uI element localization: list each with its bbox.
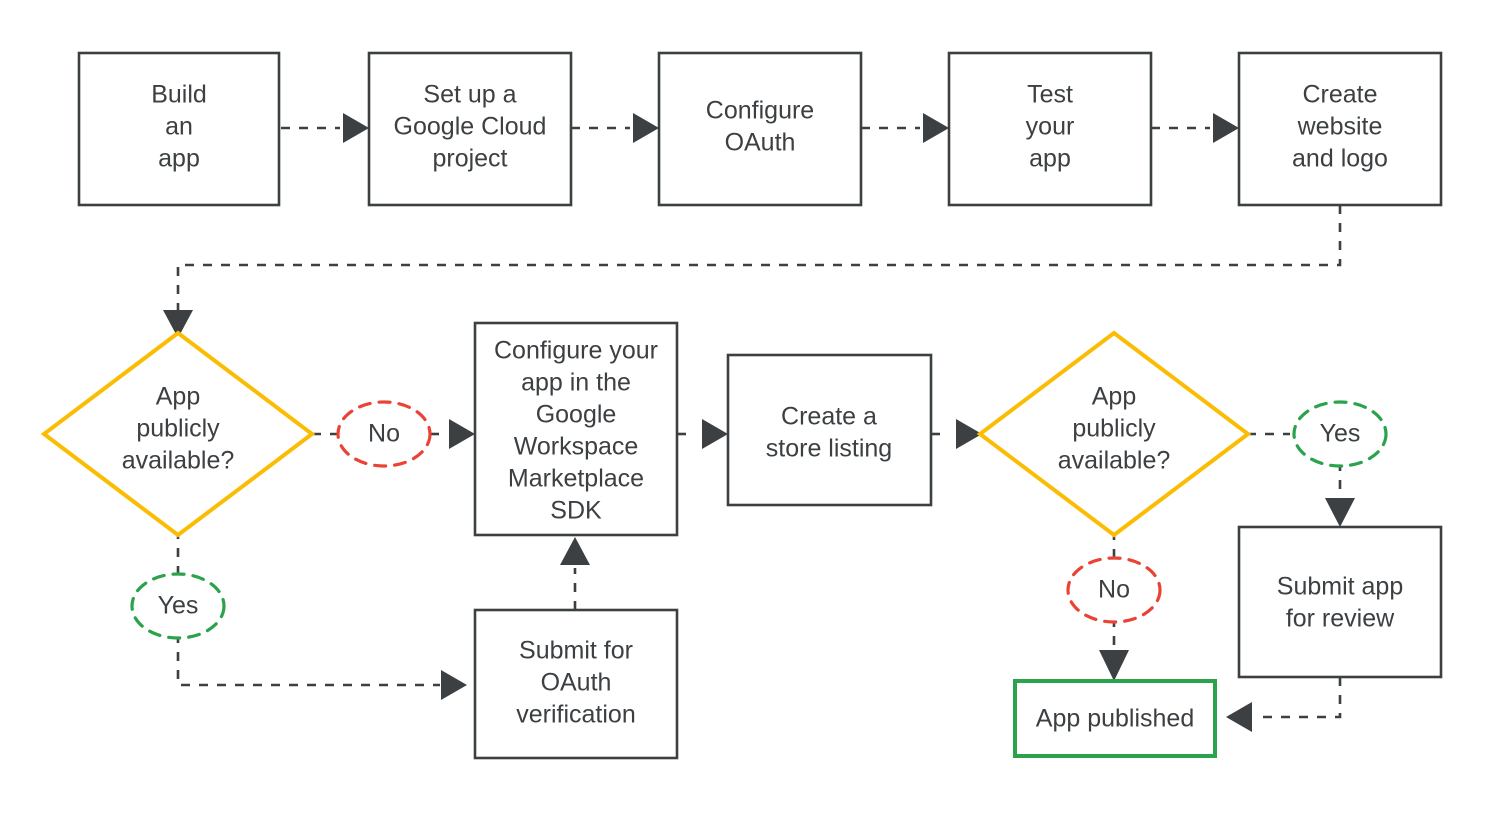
- edge-sdk-to-store-listing: [677, 419, 728, 449]
- no-label-ellipse: [1066, 556, 1162, 624]
- arrow-head-icon: [343, 113, 369, 143]
- node-label-line: website: [1297, 113, 1383, 141]
- node-shape-rect: [473, 321, 679, 537]
- edge-oauth-to-test: [861, 113, 949, 143]
- arrow-head-icon: [702, 419, 728, 449]
- edge-create-website-to-decision1: [163, 205, 1342, 338]
- node-label-line: Test: [1027, 81, 1073, 109]
- node-label-line: OAuth: [541, 669, 612, 697]
- arrow-head-icon: [163, 310, 193, 338]
- node-label-line: Submit app: [1277, 573, 1403, 601]
- node-configure-app-in-marketplace-sdk[interactable]: Configure your app in the Google Workspa…: [473, 321, 679, 537]
- node-shape-rect: [726, 353, 933, 507]
- arrow-head-icon: [560, 537, 590, 565]
- node-label-line: Marketplace: [508, 465, 644, 493]
- arrow-head-icon: [633, 113, 659, 143]
- node-label-line: available?: [122, 447, 235, 475]
- node-label-line: App: [1092, 383, 1136, 411]
- edge-submit-review-to-app-published: [1226, 677, 1342, 732]
- edge-label-text: No: [1098, 576, 1130, 604]
- node-label-line: Submit for: [519, 637, 633, 665]
- node-shape-rect: [473, 608, 679, 760]
- node-app-published[interactable]: App published: [1013, 679, 1217, 758]
- arrow-head-icon: [1099, 650, 1129, 681]
- node-label-line: App published: [1036, 705, 1194, 733]
- edge-oauth-verification-to-sdk: [560, 537, 590, 610]
- arrow-head-icon: [449, 419, 475, 449]
- node-label-line: project: [432, 145, 507, 173]
- node-set-up-google-cloud-project[interactable]: Set up a Google Cloud project: [367, 51, 573, 207]
- node-shape-rect: [367, 51, 573, 207]
- arrow-head-icon: [441, 670, 467, 700]
- edge-line: [176, 634, 440, 687]
- no-label-ellipse: [336, 400, 432, 468]
- edge-decision1-no-to-sdk: [312, 419, 475, 449]
- edge-label-text: Yes: [1320, 420, 1361, 448]
- node-label-line: your: [1026, 113, 1075, 141]
- edge-label-decision2-no: No: [1066, 556, 1162, 624]
- node-configure-oauth[interactable]: Configure OAuth: [657, 51, 863, 207]
- node-label-line: Workspace: [514, 433, 639, 461]
- edge-label-decision1-no: No: [336, 400, 432, 468]
- node-label-line: Google: [536, 401, 617, 429]
- edge-label-decision1-yes: Yes: [130, 572, 226, 640]
- node-shape-rect: [947, 51, 1153, 207]
- edge-label-text: Yes: [158, 592, 199, 620]
- node-label-line: Create a: [781, 403, 877, 431]
- arrow-head-icon: [1213, 113, 1239, 143]
- arrow-head-icon: [1226, 702, 1252, 732]
- node-label-line: OAuth: [725, 129, 796, 157]
- edge-store-listing-to-decision2: [931, 419, 982, 449]
- arrow-head-icon: [956, 419, 982, 449]
- node-shape-rect: [1237, 525, 1443, 679]
- node-label-line: app in the: [521, 369, 631, 397]
- node-label-line: app: [158, 145, 200, 173]
- node-submit-app-for-review[interactable]: Submit app for review: [1237, 525, 1443, 679]
- node-submit-for-oauth-verification[interactable]: Submit for OAuth verification: [473, 608, 679, 760]
- edge-build-to-setup: [281, 113, 369, 143]
- node-shape-rect: [77, 51, 281, 207]
- node-app-publicly-available-decision-2[interactable]: App publicly available?: [976, 330, 1252, 538]
- yes-label-ellipse: [130, 572, 226, 640]
- edge-decision2-yes-to-submit-review: [1247, 432, 1355, 527]
- edge-setup-to-oauth: [571, 113, 659, 143]
- edge-decision1-yes-to-oauth-verification: [176, 530, 467, 700]
- node-app-publicly-available-decision-1[interactable]: App publicly available?: [40, 330, 316, 538]
- node-label-line: SDK: [550, 497, 602, 525]
- node-test-your-app[interactable]: Test your app: [947, 51, 1153, 207]
- node-build-an-app[interactable]: Build an app: [77, 51, 281, 207]
- node-create-website-and-logo[interactable]: Create website and logo: [1237, 51, 1443, 207]
- node-shape-rect: [657, 51, 863, 207]
- yes-label-ellipse: [1292, 400, 1388, 468]
- node-shape-diamond: [40, 330, 316, 538]
- edge-label-text: No: [368, 420, 400, 448]
- node-label-line: for review: [1286, 605, 1395, 633]
- node-label-line: Build: [151, 81, 207, 109]
- edge-test-to-create-website: [1151, 113, 1239, 143]
- node-label-line: app: [1029, 145, 1071, 173]
- node-label-line: an: [165, 113, 193, 141]
- node-shape-rect: [1237, 51, 1443, 207]
- node-label-line: Google Cloud: [394, 113, 547, 141]
- edge-line: [1254, 677, 1342, 719]
- arrow-head-icon: [923, 113, 949, 143]
- node-label-line: available?: [1058, 447, 1171, 475]
- node-label-line: and logo: [1292, 145, 1388, 173]
- node-label-line: verification: [516, 701, 636, 729]
- node-shape-rect: [1013, 679, 1217, 758]
- node-label-line: Set up a: [423, 81, 516, 109]
- node-label-line: Configure: [706, 97, 814, 125]
- node-label-line: Configure your: [494, 337, 658, 365]
- node-create-a-store-listing[interactable]: Create a store listing: [726, 353, 933, 507]
- edge-line: [176, 205, 1342, 310]
- arrow-head-icon: [1325, 498, 1355, 527]
- node-label-line: App: [156, 383, 200, 411]
- node-label-line: publicly: [136, 415, 220, 443]
- node-label-line: publicly: [1072, 415, 1156, 443]
- node-shape-diamond: [976, 330, 1252, 538]
- node-label-line: store listing: [766, 435, 892, 463]
- node-label-line: Create: [1302, 81, 1377, 109]
- edge-label-decision2-yes: Yes: [1292, 400, 1388, 468]
